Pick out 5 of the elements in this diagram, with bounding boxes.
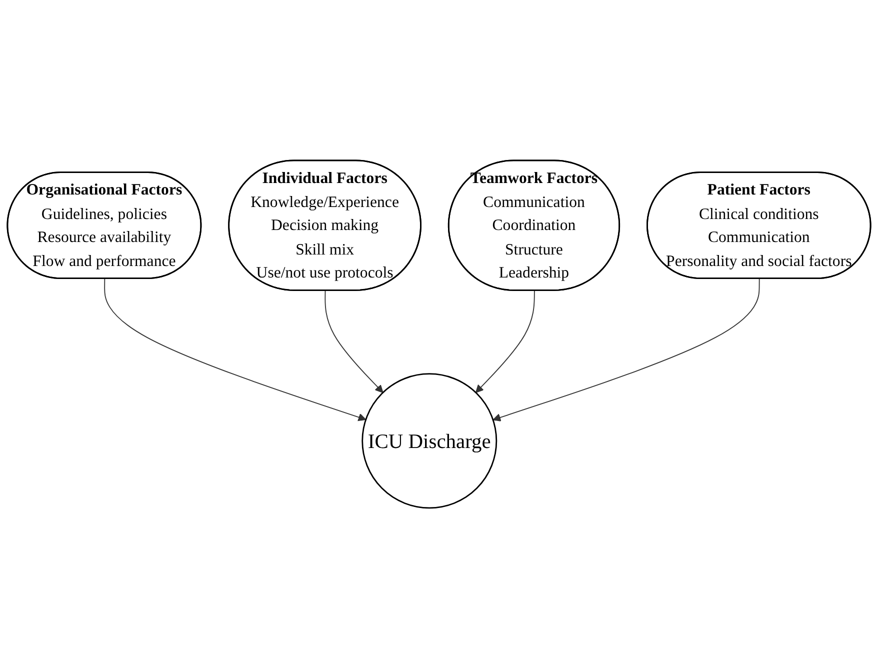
arrow (104, 278, 366, 421)
arrow (492, 278, 760, 422)
arrow (324, 290, 384, 393)
node-circle: ICU Discharge (362, 372, 498, 508)
arrow (475, 290, 535, 393)
